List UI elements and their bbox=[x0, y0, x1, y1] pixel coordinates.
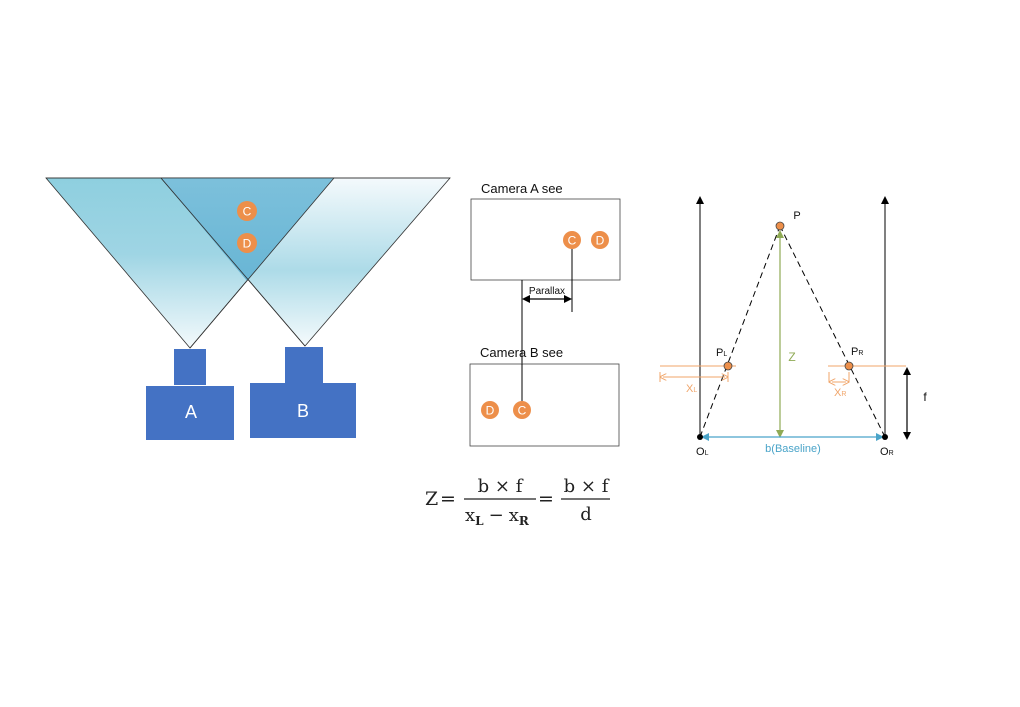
camera-a-label: A bbox=[185, 402, 197, 422]
camera-cones-group: C D A B bbox=[45, 177, 451, 440]
formula-equals-1: = bbox=[440, 488, 456, 510]
depth-z-label: Z bbox=[788, 350, 795, 364]
view-b-point-c: C bbox=[513, 401, 531, 419]
svg-text:PL: PL bbox=[716, 347, 727, 359]
svg-text:C: C bbox=[518, 404, 527, 418]
svg-text:C: C bbox=[243, 205, 252, 219]
view-a-point-c: C bbox=[563, 231, 581, 249]
point-pl: PL bbox=[716, 347, 733, 371]
camera-b-body bbox=[250, 383, 356, 438]
camera-a-view-title: Camera A see bbox=[481, 181, 563, 196]
view-a-point-d: D bbox=[591, 231, 609, 249]
point-p: P bbox=[775, 210, 801, 231]
cone-overlap-region bbox=[161, 178, 334, 281]
formula-equals-2: = bbox=[538, 488, 554, 510]
point-pr: PR bbox=[844, 346, 863, 371]
camera-b-lens bbox=[285, 347, 323, 383]
svg-text:D: D bbox=[486, 404, 495, 418]
svg-text:C: C bbox=[568, 234, 577, 248]
point-c-in-scene: C bbox=[237, 201, 257, 221]
point-d-in-scene: D bbox=[237, 233, 257, 253]
parallax-label: Parallax bbox=[529, 286, 565, 297]
formula-numerator-2: b × f bbox=[564, 476, 610, 497]
svg-text:OL: OL bbox=[696, 446, 709, 458]
formula-denominator-1: xL−xR bbox=[465, 505, 530, 528]
view-b-point-d: D bbox=[481, 401, 499, 419]
origin-ol: OL bbox=[696, 434, 709, 458]
svg-text:D: D bbox=[243, 237, 252, 251]
xl-label: XL bbox=[686, 383, 697, 395]
camera-views-group: Camera A see C D Parallax Camera B see D… bbox=[469, 181, 621, 447]
svg-text:PR: PR bbox=[851, 346, 863, 358]
xr-label: XR bbox=[834, 387, 846, 399]
focal-length-label: f bbox=[923, 390, 927, 404]
camera-a-lens bbox=[174, 349, 206, 385]
camera-b-label: B bbox=[297, 401, 309, 421]
depth-formula: Z = b × f xL−xR = b × f d bbox=[425, 476, 610, 528]
camera-a-body bbox=[146, 386, 234, 440]
formula-z: Z bbox=[425, 488, 438, 510]
camera-b: B bbox=[250, 347, 356, 438]
left-ray-dashed bbox=[699, 225, 781, 438]
triangulation-group: Z b(Baseline) P PL PR XL XR f OL bbox=[659, 196, 927, 458]
camera-b-view-title: Camera B see bbox=[480, 345, 563, 360]
origin-or: OR bbox=[880, 434, 894, 458]
right-ray-dashed bbox=[779, 225, 886, 438]
svg-text:D: D bbox=[596, 234, 605, 248]
formula-denominator-2: d bbox=[580, 504, 592, 525]
formula-numerator-1: b × f bbox=[478, 476, 524, 497]
camera-a: A bbox=[146, 349, 234, 440]
baseline-label: b(Baseline) bbox=[765, 443, 821, 455]
svg-text:P: P bbox=[793, 210, 800, 222]
svg-text:OR: OR bbox=[880, 446, 894, 458]
